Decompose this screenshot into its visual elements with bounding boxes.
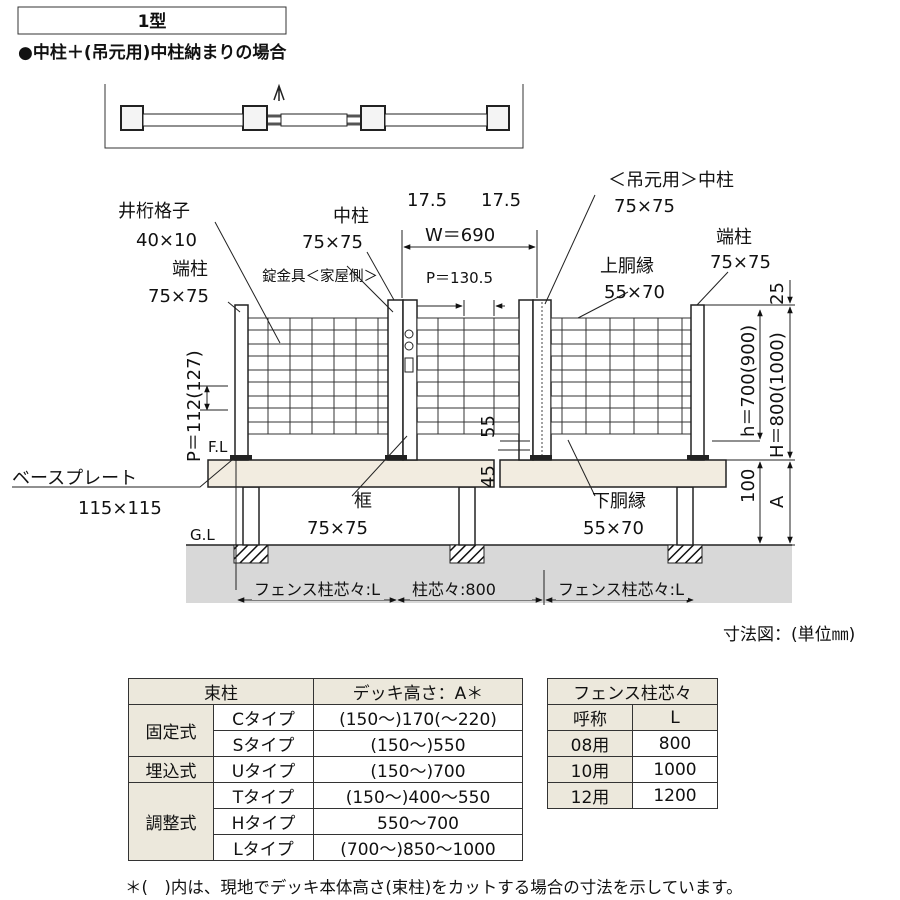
dim-h: h＝700(900) xyxy=(738,325,759,437)
deck-support xyxy=(458,486,476,546)
end-post-right-label: 端柱 xyxy=(716,227,752,248)
deck-height-table: 束柱 デッキ高さ：A＊ 固定式 Cタイプ (150〜)170(〜220) Sタイ… xyxy=(128,678,523,861)
bottom-rail-label: 下胴縁 xyxy=(592,491,646,512)
dim-55: 55 xyxy=(478,415,499,438)
footing-center xyxy=(449,544,485,564)
end-post-right xyxy=(690,304,705,461)
base-plate xyxy=(530,455,552,460)
gap-left: 17.5 xyxy=(407,190,447,211)
table1-value: (150〜)550 xyxy=(313,730,523,757)
gate-frame-right xyxy=(518,299,534,461)
hinge-post-dim: 75×75 xyxy=(614,196,675,217)
footing-right xyxy=(667,544,703,564)
deck-support xyxy=(676,486,694,546)
base-plate xyxy=(385,455,407,460)
lock-label: 錠金具＜家屋側＞ xyxy=(262,268,378,285)
dim-H: H＝800(1000) xyxy=(767,332,788,458)
table1-type: Tタイプ xyxy=(213,782,314,809)
frame-dim: 75×75 xyxy=(307,518,368,539)
table2-value: 1200 xyxy=(632,782,718,809)
base-plate xyxy=(687,455,709,460)
table1-group: 固定式 xyxy=(128,704,214,757)
table1-type: Uタイプ xyxy=(213,756,314,783)
footing-left xyxy=(233,544,269,564)
gate-width: W＝690 xyxy=(425,225,495,246)
table1-type: Sタイプ xyxy=(213,730,314,757)
mid-post-label: 中柱 xyxy=(333,206,369,227)
lattice-gate xyxy=(416,317,520,435)
mid-post xyxy=(387,299,404,461)
end-post-left-dim: 75×75 xyxy=(148,286,209,307)
fence-pitch-left: フェンス柱芯々:L xyxy=(254,580,380,599)
top-rail-dim: 55×70 xyxy=(604,282,665,303)
base-plate xyxy=(230,455,252,460)
fence-pitch-table: フェンス柱芯々 呼称 L 08用 800 10用 1000 12用 1200 xyxy=(547,678,718,809)
frame-label: 框 xyxy=(354,491,372,512)
table2-name: 10用 xyxy=(547,756,633,783)
hinge-post-label: ＜吊元用＞中柱 xyxy=(608,170,734,191)
dim-45: 45 xyxy=(478,465,499,488)
gate-frame-left xyxy=(402,299,418,461)
end-post-left xyxy=(234,304,249,461)
table2-header: 呼称 xyxy=(547,704,633,731)
base-plate-dim: 115×115 xyxy=(78,498,162,519)
bottom-rail-dim: 55×70 xyxy=(583,518,644,539)
type-label-box xyxy=(17,6,287,35)
table1-value: (150〜)170(〜220) xyxy=(313,704,523,731)
dim-25: 25 xyxy=(767,282,788,305)
end-post-right-dim: 75×75 xyxy=(710,252,771,273)
base-plate-label: ベースプレート xyxy=(12,468,137,489)
table2-value: 800 xyxy=(632,730,718,757)
table2-title: フェンス柱芯々 xyxy=(547,678,718,705)
table1-group: 調整式 xyxy=(128,782,214,861)
table2-name: 08用 xyxy=(547,730,633,757)
subtitle: ●中柱＋(吊元用)中柱納まりの場合 xyxy=(18,42,287,63)
dim-A: A xyxy=(767,495,788,508)
fl-label: F.L xyxy=(208,438,228,456)
table1-value: (150〜)400〜550 xyxy=(313,782,523,809)
end-post-left-label: 端柱 xyxy=(172,259,208,280)
lattice-right xyxy=(550,317,692,435)
fence-pitch-right: フェンス柱芯々:L xyxy=(558,580,684,599)
table1-value: (150〜)700 xyxy=(313,756,523,783)
pitch-side: P＝112(127) xyxy=(184,350,205,462)
table1-value: (700〜)850〜1000 xyxy=(313,834,523,861)
mid-post-dim: 75×75 xyxy=(302,232,363,253)
footnote: ＊( )内は、現地でデッキ本体高さ(束柱)をカットする場合の寸法を示しています。 xyxy=(125,878,743,897)
lattice-left xyxy=(247,317,389,435)
deck-left xyxy=(207,459,495,488)
table1-value: 550〜700 xyxy=(313,808,523,835)
deck-support xyxy=(242,486,260,546)
door-direction-arrow-icon xyxy=(273,83,285,101)
lattice-label: 井桁格子 xyxy=(118,201,190,222)
center-pitch: 柱芯々:800 xyxy=(412,580,496,599)
top-rail-label: 上胴縁 xyxy=(600,256,654,277)
gap-right: 17.5 xyxy=(481,190,521,211)
plan-view xyxy=(104,83,524,149)
lock-icon xyxy=(404,329,414,373)
table1-type: Cタイプ xyxy=(213,704,314,731)
dim-100: 100 xyxy=(738,469,759,503)
gl-label: G.L xyxy=(190,526,215,544)
table2-value: 1000 xyxy=(632,756,718,783)
table1-group: 埋込式 xyxy=(128,756,214,783)
pitch-top: P＝130.5 xyxy=(426,269,493,287)
table1-header: デッキ高さ：A＊ xyxy=(313,678,523,705)
table2-name: 12用 xyxy=(547,782,633,809)
table2-header: L xyxy=(632,704,718,731)
type-label: 1型 xyxy=(138,11,167,32)
table1-type: Lタイプ xyxy=(213,834,314,861)
table1-type: Hタイプ xyxy=(213,808,314,835)
lattice-dim: 40×10 xyxy=(136,230,197,251)
deck-right xyxy=(499,459,727,488)
table1-header: 束柱 xyxy=(128,678,314,705)
scale-note: 寸法図：(単位㎜) xyxy=(723,625,856,645)
